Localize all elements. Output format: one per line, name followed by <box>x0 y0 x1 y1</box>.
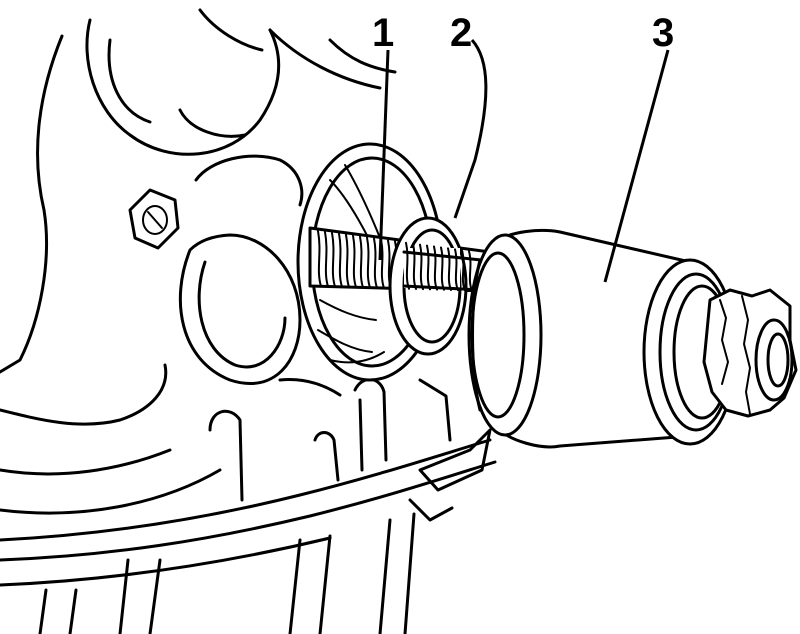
callout-1: 1 <box>372 11 394 55</box>
callout-3: 3 <box>652 11 674 55</box>
leader-1 <box>378 49 390 261</box>
thread-line <box>461 249 466 292</box>
leader-3 <box>603 49 670 283</box>
housing-bolt <box>128 188 180 250</box>
thread-line <box>331 231 336 288</box>
thread-line <box>419 243 424 291</box>
thread-line <box>412 242 417 290</box>
thread-line <box>433 245 438 291</box>
callout-2: 2 <box>450 11 472 55</box>
thread-line <box>345 233 350 289</box>
thread-line <box>359 235 364 289</box>
thread-line <box>405 241 410 290</box>
thread-line <box>440 246 445 291</box>
engine-block <box>0 8 522 634</box>
thread-line <box>447 247 452 291</box>
thread-line <box>366 236 371 289</box>
thread-line <box>454 248 459 292</box>
thread-line <box>324 231 329 288</box>
press-tool <box>467 228 798 449</box>
thread-line <box>426 244 431 291</box>
callout-leaders <box>378 38 670 283</box>
thread-line <box>317 230 322 288</box>
thread-line <box>338 232 343 288</box>
thread-line <box>352 234 357 289</box>
thread-line <box>468 250 473 292</box>
leader-2 <box>453 38 488 219</box>
thread-line <box>373 237 378 289</box>
